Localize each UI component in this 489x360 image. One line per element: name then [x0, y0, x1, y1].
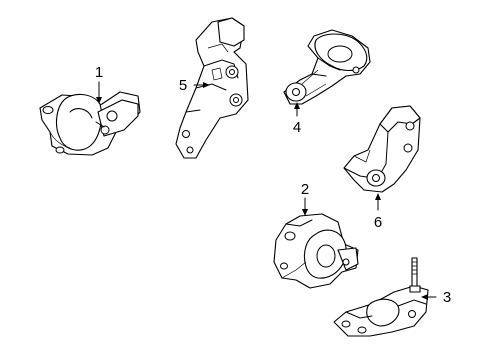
callout-1-arrowhead	[96, 97, 102, 104]
part-5-bracket	[175, 17, 249, 159]
callout-1-label: 1	[95, 64, 103, 81]
callout-2-label: 2	[301, 181, 309, 198]
callout-3-arrowhead	[421, 294, 428, 300]
callout-4-arrowhead	[294, 102, 300, 109]
part-2-mount	[273, 213, 359, 289]
part-4-strut	[283, 29, 371, 105]
callout-5-arrowhead	[203, 82, 210, 88]
part-1-mount	[39, 91, 141, 156]
callout-5-label: 5	[179, 77, 187, 94]
part-6-bracket	[343, 105, 421, 193]
callout-2-arrowhead	[302, 209, 308, 216]
callout-6-label: 6	[374, 214, 382, 231]
callout-3-label: 3	[443, 289, 451, 306]
callout-6-arrowhead	[375, 193, 381, 200]
callout-4-label: 4	[293, 119, 301, 136]
part-3-bracket	[333, 257, 429, 337]
